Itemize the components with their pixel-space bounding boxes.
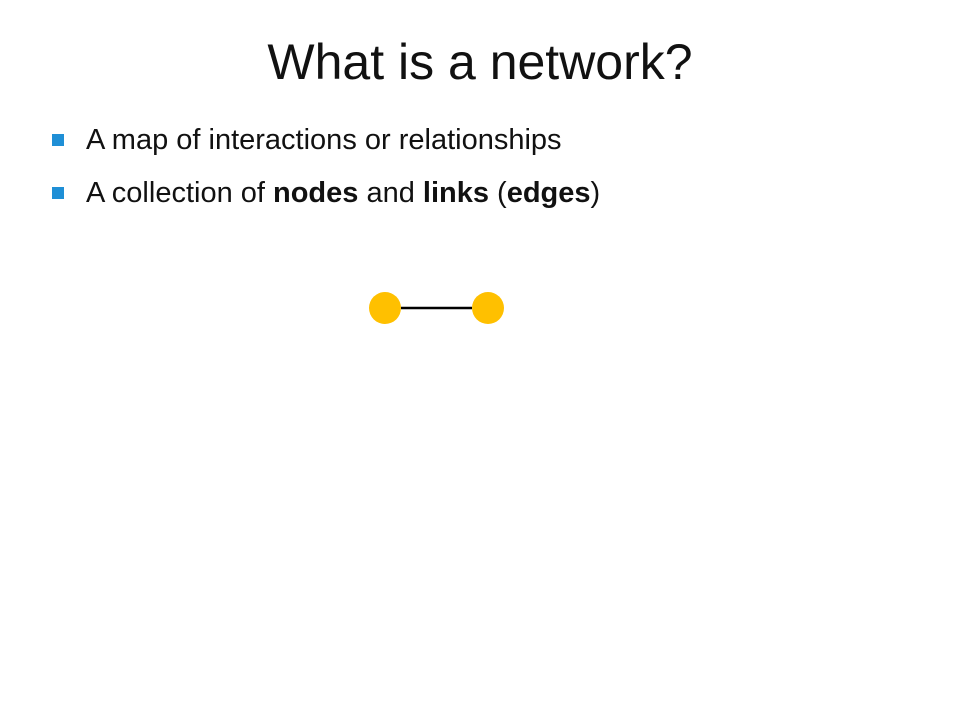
bullet-1-text: A map of interactions or relationships [86,120,562,160]
bullet-2-part-5: ( [489,177,507,209]
bullet-2-term-nodes: nodes [273,177,359,209]
bullet-2-term-links: links [422,177,489,209]
bullet-list: A map of interactions or relationships A… [52,120,600,226]
bullet-2-part-1: A collection of [86,177,273,209]
square-bullet-icon [52,187,64,199]
square-bullet-icon [52,134,64,146]
network-node-b [472,292,504,324]
bullet-item-1: A map of interactions or relationships [52,120,600,160]
bullet-2-part-3: and [358,177,423,209]
bullet-1-part-1: A map of interactions or relationships [86,124,562,156]
bullet-2-part-7: ) [590,177,601,209]
network-node-a [369,292,401,324]
slide-title: What is a network? [267,34,693,90]
bullet-item-2: A collection of nodes and links (edges) [52,173,600,213]
bullet-2-term-edges: edges [506,177,591,209]
bullet-2-text: A collection of nodes and links (edges) [86,173,600,213]
